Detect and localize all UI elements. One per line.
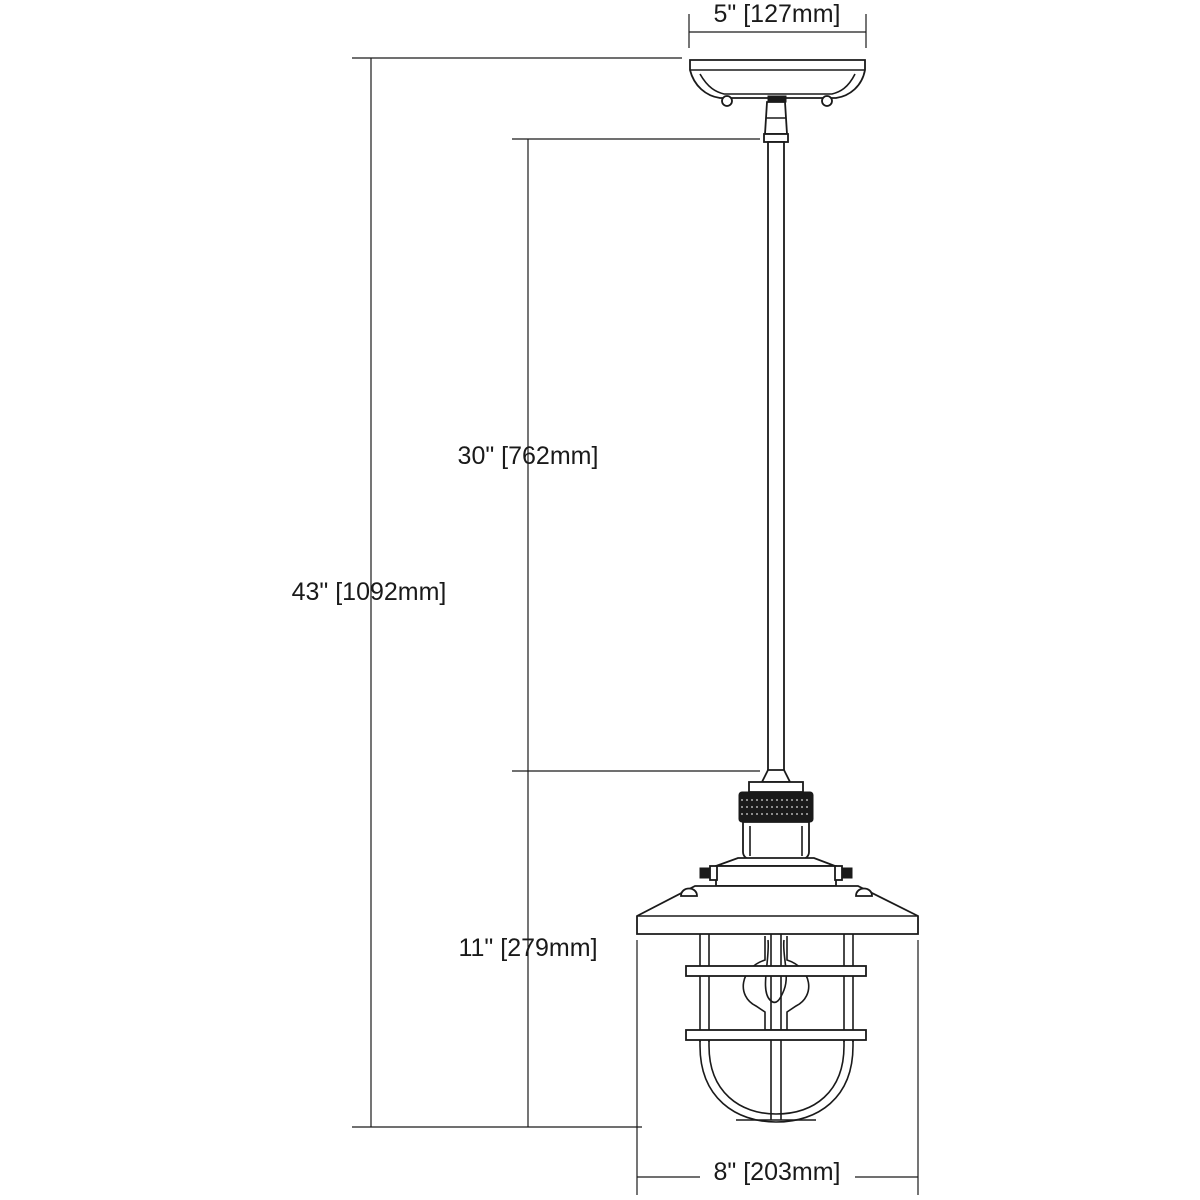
fixture-width-dimension	[636, 940, 919, 1195]
overall-height-label: 43" [1092mm]	[292, 578, 447, 606]
canopy-width-dimension	[688, 14, 867, 48]
stem-length-label: 30" [762mm]	[458, 442, 599, 470]
canopy-width-label: 5" [127mm]	[714, 0, 841, 28]
shade	[636, 857, 919, 935]
fixture-width-label: 8" [203mm]	[714, 1158, 841, 1186]
stem-rod	[760, 101, 792, 783]
stem-length-dimension	[512, 138, 760, 772]
bulb	[742, 936, 810, 1031]
ceiling-canopy	[689, 59, 866, 107]
fixture-height-label: 11" [279mm]	[458, 934, 597, 962]
cage	[685, 934, 867, 1123]
socket	[738, 781, 814, 861]
overall-height-dimension	[352, 57, 682, 1128]
